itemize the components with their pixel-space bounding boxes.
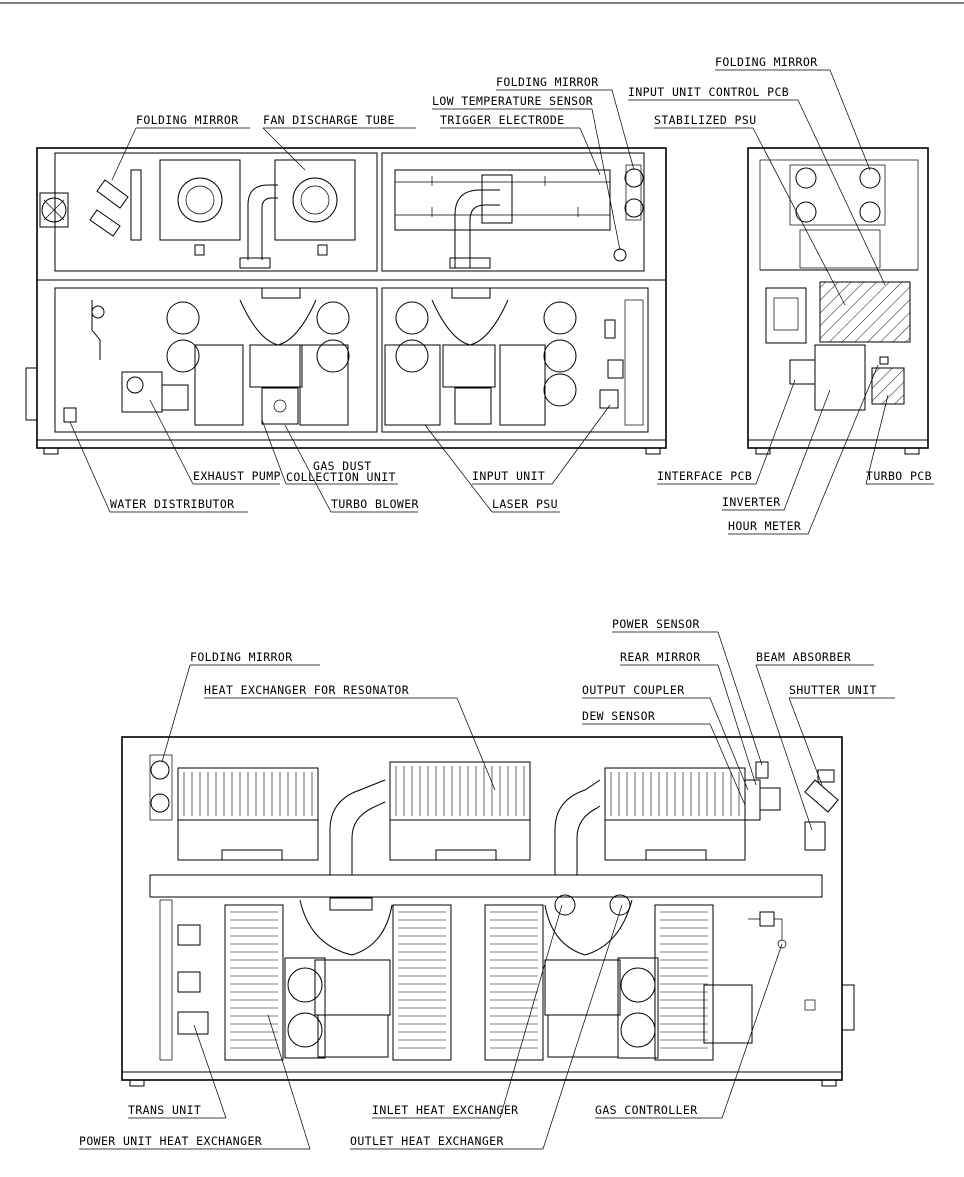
output-coupler-part [744,761,781,821]
label-fan-discharge-tube: FAN DISCHARGE TUBE [263,113,395,127]
right-cabinet [747,147,929,455]
bottom-view-labels: POWER SENSOR FOLDING MIRROR REAR MIRROR … [79,617,895,1150]
label-output-coupler: OUTPUT COUPLER [582,683,685,697]
main-cabinet [25,147,667,455]
lower-fins [230,911,708,1049]
label-rear-mirror: REAR MIRROR [620,650,701,664]
exhaust-pump-part [121,371,189,413]
cooling-fan [39,192,69,228]
turbo-pcb-part [871,356,905,405]
label-input-unit: INPUT UNIT [472,469,545,483]
label-interface-pcb: INTERFACE PCB [657,469,752,483]
gas-controller-part [703,911,816,1044]
label-power-sensor: POWER SENSOR [612,617,700,631]
folding-mirror-left-part [89,169,142,241]
label-laser-psu: LASER PSU [492,497,558,511]
beam-absorber-part [804,821,826,851]
bottom-view-drawing [121,736,855,1087]
label-hour-meter: HOUR METER [728,519,801,533]
trans-unit-part [159,899,209,1061]
label-gas-controller: GAS CONTROLLER [595,1103,698,1117]
label-heat-exchanger-for-resonator: HEAT EXCHANGER FOR RESONATOR [204,683,409,697]
label-water-distributor: WATER DISTRIBUTOR [110,497,235,511]
label-folding-mirror-bottom: FOLDING MIRROR [190,650,293,664]
label-folding-mirror-mid: FOLDING MIRROR [496,75,599,89]
discharge-tube-assembly [394,169,611,269]
label-folding-mirror-left: FOLDING MIRROR [136,113,239,127]
shutter-unit-part [804,769,839,813]
label-collection-unit: COLLECTION UNIT [286,470,396,484]
label-power-unit-heat-exchanger: POWER UNIT HEAT EXCHANGER [79,1134,262,1148]
label-turbo-pcb: TURBO PCB [866,469,932,483]
label-trigger-electrode: TRIGGER ELECTRODE [440,113,565,127]
fan-assembly-upper-left [159,159,356,269]
input-unit-part [599,299,644,426]
label-shutter-unit: SHUTTER UNIT [789,683,877,697]
front-cabinet [121,736,855,1087]
label-folding-mirror-right: FOLDING MIRROR [715,55,818,69]
label-beam-absorber: BEAM ABSORBER [756,650,851,664]
label-low-temperature-sensor: LOW TEMPERATURE SENSOR [432,94,593,108]
input-unit-control-pcb-part [819,281,911,343]
label-turbo-blower: TURBO BLOWER [331,497,419,511]
water-distributor-part [63,300,105,423]
inverter-part [789,344,866,411]
label-input-unit-control-pcb: INPUT UNIT CONTROL PCB [628,85,789,99]
power-unit-heat-exchanger-part [224,904,284,1061]
turbo-blower-bottom-right [544,894,659,1059]
top-view-drawing [25,147,929,455]
laser-psu-assembly [384,287,577,426]
turbo-blower-bottom-left [284,897,393,1059]
label-trans-unit: TRANS UNIT [128,1103,201,1117]
folding-mirror-bottom-part [149,754,173,821]
label-exhaust-pump: EXHAUST PUMP [193,469,281,483]
turbo-blower-assembly-left [166,287,350,426]
inlet-heat-exchanger-part [484,904,544,1061]
heat-exchanger-mid-left [392,904,452,1061]
resonator-fins [183,766,740,816]
label-inverter: INVERTER [722,495,781,509]
folding-mirror-mid-part [613,164,644,262]
label-outlet-heat-exchanger: OUTLET HEAT EXCHANGER [350,1134,504,1148]
top-view-labels: FOLDING MIRROR FAN DISCHARGE TUBE FOLDIN… [69,55,934,535]
label-stabilized-psu: STABILIZED PSU [654,113,757,127]
label-inlet-heat-exchanger: INLET HEAT EXCHANGER [372,1103,518,1117]
label-dew-sensor: DEW SENSOR [582,709,655,723]
resonator-pipes [221,779,707,875]
stabilized-psu-part [765,287,807,344]
label-gas-dust: GAS DUST [313,459,372,473]
